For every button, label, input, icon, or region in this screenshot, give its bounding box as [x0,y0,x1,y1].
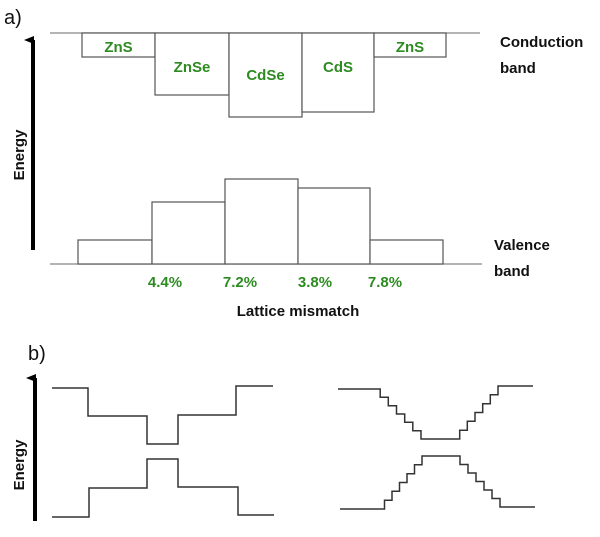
valence-block-zns [369,239,444,265]
valence-block-znse [151,201,226,265]
mismatch-label: 7.2% [223,274,257,291]
material-label: CdSe [246,67,284,84]
valence-label-line1: Valence [494,237,550,254]
conduction-band-blocks: ZnS ZnSe CdSe CdS ZnS [81,32,447,118]
valence-label-line2: band [494,263,530,280]
valence-block-zns [77,239,153,265]
material-label: CdS [323,59,353,76]
mismatch-labels: 4.4% 7.2% 3.8% 7.8% [148,274,402,291]
panel-b-label: b) [28,343,46,365]
graded-valence-profile [340,455,535,510]
conduction-block-zns [373,32,447,58]
abrupt-valence-profile [52,458,274,518]
conduction-block-cds [301,32,375,113]
material-label: ZnSe [174,59,211,76]
conduction-label-line1: Conduction [500,34,583,51]
material-label: ZnS [396,39,424,56]
mismatch-label: 7.8% [368,274,402,291]
abrupt-conduction-profile [52,385,273,445]
panel-a-label: a) [4,7,22,29]
conduction-block-zns [81,32,156,58]
valence-band-blocks [77,178,444,265]
energy-label-a: Energy [11,129,28,181]
mismatch-label: 3.8% [298,274,332,291]
energy-label-b: Energy [11,439,28,491]
graded-conduction-profile [338,385,533,440]
valence-block-cdse [224,178,299,265]
conduction-block-znse [154,32,230,96]
lattice-mismatch-label: Lattice mismatch [237,303,360,320]
conduction-label-line2: band [500,60,536,77]
mismatch-label: 4.4% [148,274,182,291]
material-label: ZnS [104,39,132,56]
conduction-block-cdse [228,32,303,118]
valence-block-cds [297,187,371,265]
